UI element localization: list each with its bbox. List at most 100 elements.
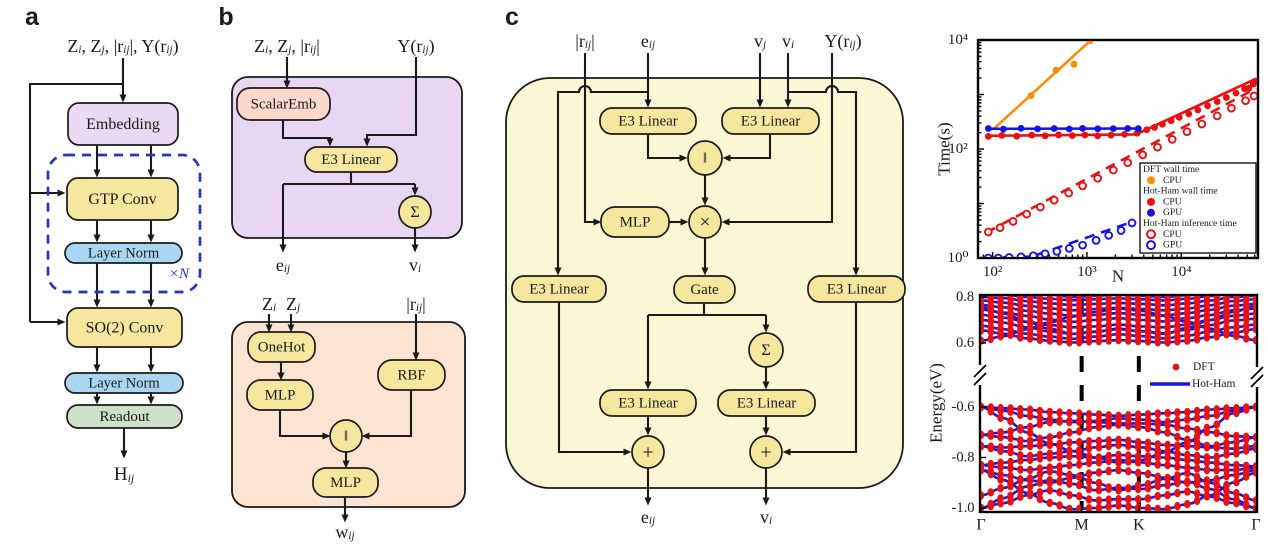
panel-c-input-y: Y(rij) — [824, 31, 861, 52]
e3-linear-node: E3 Linear — [304, 146, 398, 173]
legend-dft-dot-icon — [1172, 363, 1180, 371]
legend-filled-dot-icon — [1147, 197, 1155, 206]
e3-linear-node-label: E3 Linear — [737, 396, 797, 412]
panel-b-label: b — [218, 3, 233, 31]
panel-a-input-label: Zi, Zj, |rij|, Y(rij) — [67, 36, 178, 57]
gtp-conv-node: GTP Conv — [66, 177, 179, 221]
concat-node: ‖ — [687, 140, 723, 176]
legend-item-label: CPU — [1163, 196, 1182, 207]
repeat-count-label: ×N — [169, 266, 190, 282]
x-tick-label: 10⁴ — [1171, 264, 1191, 280]
plus-node: + — [631, 435, 665, 469]
readout-node: Readout — [66, 404, 183, 429]
e3-linear-node: E3 Linear — [717, 389, 816, 417]
times-node: × — [688, 205, 722, 239]
e3-linear-node-label: E3 Linear — [321, 152, 381, 168]
panel-c-output-e: eij — [641, 507, 655, 527]
sum-node-label: Σ — [761, 342, 770, 359]
legend-open-dot-icon — [1146, 229, 1156, 240]
e3-linear-node: E3 Linear — [599, 107, 697, 135]
gate-node: Gate — [673, 275, 736, 304]
timing-series — [983, 41, 1257, 257]
so2-conv-node-label: SO(2) Conv — [86, 320, 164, 337]
panel-b-bottom-arrows — [265, 314, 420, 523]
repeat-block-dashed-box — [46, 153, 202, 294]
panel-c-input-r: |rij| — [575, 31, 594, 51]
e3-linear-node-label: E3 Linear — [827, 282, 887, 298]
axis-break-icon — [973, 364, 987, 386]
panel-a-label: a — [25, 3, 40, 31]
panel-c-arrows — [554, 53, 860, 506]
axis-break-icon — [1250, 366, 1264, 388]
e3-linear-node: E3 Linear — [807, 275, 906, 303]
plus-node-label: + — [760, 442, 771, 464]
mlp-node: MLP — [246, 379, 314, 411]
legend-dft-label: DFT — [1193, 361, 1215, 373]
k-point-label: K — [1133, 517, 1145, 534]
concat-node-label: ‖ — [703, 151, 707, 167]
plus-node-label: + — [642, 442, 653, 464]
sum-node: Σ — [398, 195, 432, 229]
e3-linear-node-label: E3 Linear — [529, 282, 589, 298]
energy-tick-label: -0.8 — [952, 450, 975, 466]
e3-linear-node: E3 Linear — [599, 389, 697, 417]
timing-x-axis-label: N — [1112, 267, 1124, 286]
layer-norm-node-label: Layer Norm — [88, 376, 160, 392]
panel-b-bottom-output: wij — [335, 522, 354, 542]
rbf-node: RBF — [377, 359, 446, 391]
legend-filled-dot-icon — [1147, 176, 1155, 185]
e3-linear-node-label: E3 Linear — [741, 114, 801, 130]
so2-conv-node: SO(2) Conv — [66, 307, 183, 348]
legend-group-header: Hot-Ham wall time — [1143, 186, 1218, 197]
layer-norm-node: Layer Norm — [64, 372, 184, 394]
rbf-node-label: RBF — [397, 368, 425, 384]
panel-b-top-out-edge: eij — [276, 255, 290, 275]
embedding-node-label: Embedding — [86, 116, 160, 133]
panel-c-input-e: eij — [641, 31, 655, 51]
gate-node-label: Gate — [690, 282, 719, 298]
energy-tick-label: -1.0 — [952, 500, 975, 516]
panel-c-input-vj: vj — [754, 31, 766, 51]
k-point-label: Γ — [1251, 517, 1260, 534]
scalar-emb-node: ScalarEmb — [236, 87, 331, 121]
panel-b-bottom-input-zi: Zi — [262, 294, 276, 314]
one-hot-node-label: OneHot — [258, 340, 306, 356]
panel-b-top-input-scalars: Zi, Zj, |rij| — [254, 36, 320, 56]
mlp-node: MLP — [312, 467, 379, 498]
energy-tick-label: 0.6 — [956, 335, 974, 351]
concat-node: ‖ — [329, 419, 363, 453]
panel-b-top-input-y: Y(rij) — [397, 36, 434, 57]
dft-points-upper — [981, 296, 1256, 347]
legend-open-dot-icon — [1146, 240, 1156, 251]
band-y-axis-label: Energy(eV) — [927, 363, 946, 443]
dft-points-lower — [981, 402, 1256, 511]
panel-b-bottom-input-zj: Zj — [286, 294, 300, 314]
panel-b-top-out-node: vi — [409, 255, 421, 275]
mlp-node-label: MLP — [265, 388, 296, 404]
e3-linear-node: E3 Linear — [511, 275, 607, 303]
x-tick-label: 10² — [983, 264, 1003, 280]
gtp-conv-node-label: GTP Conv — [88, 191, 156, 208]
y-tick-label: 10⁰ — [947, 250, 968, 266]
embedding-node: Embedding — [67, 102, 179, 146]
panel-c-output-v: vi — [760, 507, 772, 527]
panel-a-arrows — [28, 58, 155, 459]
panel-b: bZi, Zj, |rij| Y(rij) ScalarEmb E3 LinearΣe… — [218, 3, 466, 542]
panel-b-top-arrows — [279, 57, 419, 253]
e3-linear-node-label: E3 Linear — [618, 396, 678, 412]
k-point-label: Γ — [976, 517, 985, 534]
sum-node: Σ — [748, 332, 784, 368]
energy-tick-label: 0.8 — [956, 289, 974, 305]
legend-item-label: GPU — [1163, 240, 1182, 251]
k-point-label: M — [1075, 517, 1089, 534]
legend-item-label: CPU — [1163, 229, 1182, 240]
band-axis-ticks — [980, 296, 1257, 512]
band-plot-frame — [978, 293, 1259, 514]
